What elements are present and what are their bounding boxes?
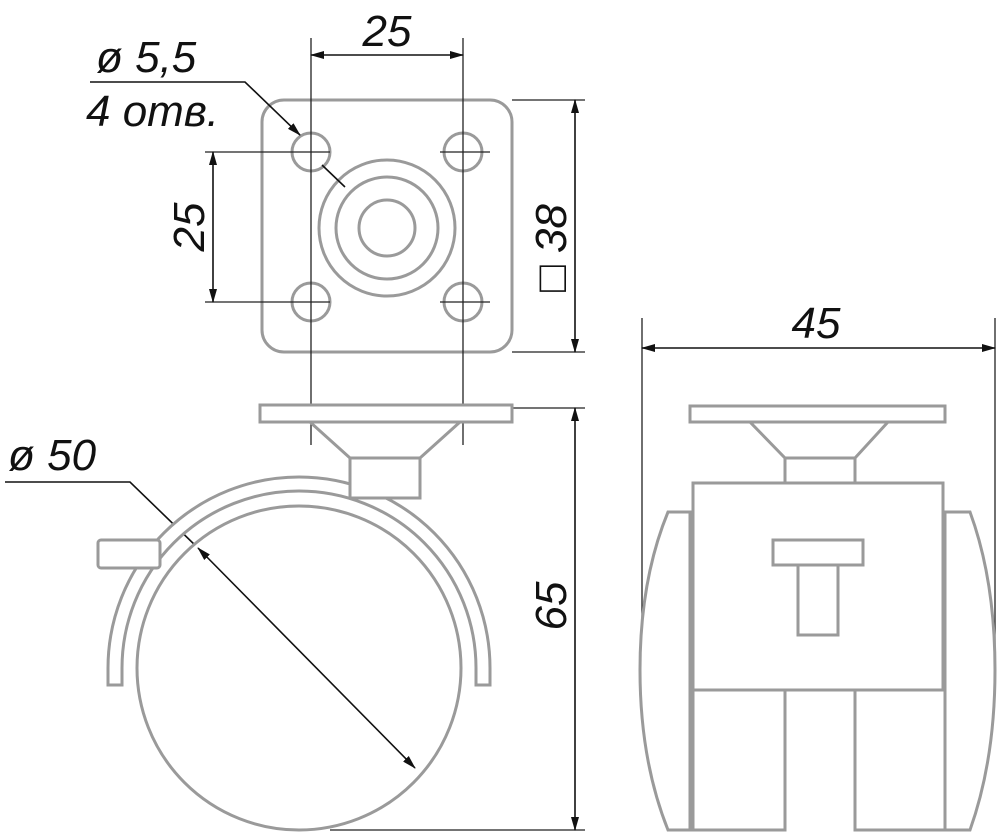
label-hole-diameter: ø 5,5	[96, 33, 197, 82]
front-view-caster	[638, 404, 997, 832]
side-view-caster	[96, 403, 514, 832]
label-hole-count: 4 отв.	[86, 87, 219, 136]
label-total-height: 65	[527, 581, 576, 630]
label-total-width: 45	[792, 299, 841, 348]
leader-hole	[90, 81, 301, 136]
top-view-mounting-plate	[260, 98, 514, 354]
leader-hole-tail	[321, 164, 346, 188]
label-plate-size: □ 38	[527, 204, 576, 292]
label-wheel-diameter: ø 50	[8, 431, 97, 480]
label-hole-spacing-v: 25	[165, 202, 214, 252]
label-hole-spacing-h: 25	[362, 7, 412, 56]
